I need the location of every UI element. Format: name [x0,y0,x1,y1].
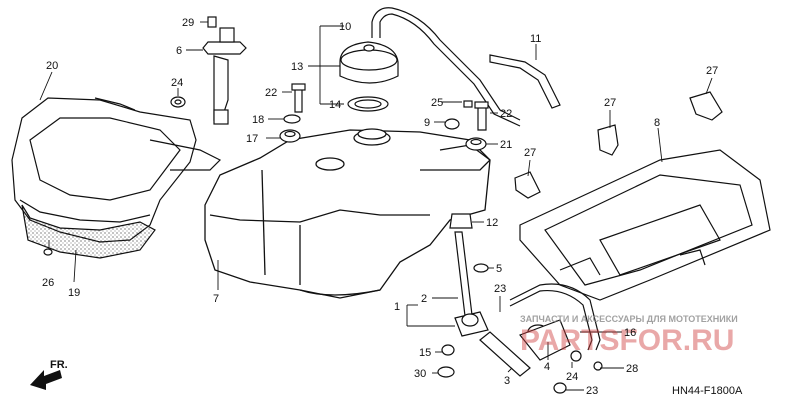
fuel-hose-part [509,283,601,351]
fuel-valve-part [437,231,603,394]
side-cover-part [11,97,222,259]
front-direction-label: FR. [50,359,68,371]
callout-24-lower: 24 [566,371,578,383]
callout-21: 21 [500,139,512,151]
hardware-parts [43,83,489,273]
callout-5: 5 [496,263,502,275]
callout-6: 6 [176,45,182,57]
callout-10: 10 [339,21,351,33]
callout-16: 16 [624,327,636,339]
callout-3: 3 [504,375,510,387]
callout-30: 30 [414,368,426,380]
callout-27-left: 27 [524,147,536,159]
callout-9: 9 [424,117,430,129]
callout-13: 13 [291,61,303,73]
carrier-frame-part [519,149,771,301]
callout-7: 7 [213,293,219,305]
fuel-gauge-part [202,16,247,125]
callout-28: 28 [626,363,638,375]
callouts: 29 6 20 24 10 13 14 11 22 25 22 18 9 17 … [42,17,718,397]
leader-lines [39,21,713,391]
watermark-brand: PARTSFOR.RU [520,324,734,357]
callout-27-right: 27 [706,65,718,77]
callout-23-bottom: 23 [586,385,598,397]
callout-4: 4 [544,361,550,373]
callout-19: 19 [68,287,80,299]
callout-17: 17 [246,133,258,145]
fuel-cap-part [339,41,399,112]
callout-20: 20 [46,60,58,72]
callout-26: 26 [42,277,54,289]
callout-22-left: 22 [265,87,277,99]
callout-23-top: 23 [494,283,506,295]
callout-1: 1 [394,301,400,313]
callout-27-middle: 27 [604,97,616,109]
callout-25: 25 [431,97,443,109]
front-direction-arrow: FR. [30,359,68,390]
watermark: ЗАПЧАСТИ И АКСЕССУАРЫ ДЛЯ МОТОТЕХНИКИ PA… [520,314,738,357]
callout-12: 12 [486,217,498,229]
diagram-code: HN44-F1800A [672,385,743,397]
tube-part [489,54,561,109]
callout-29: 29 [182,17,194,29]
callout-15: 15 [419,347,431,359]
fuel-tank-part [204,128,491,299]
callout-18: 18 [252,114,264,126]
callout-22-right: 22 [500,108,512,120]
grommet-part [170,96,186,108]
callout-8: 8 [654,117,660,129]
callout-24-grommet: 24 [171,77,183,89]
callout-11: 11 [530,33,541,45]
watermark-tagline: ЗАПЧАСТИ И АКСЕССУАРЫ ДЛЯ МОТОТЕХНИКИ [520,314,738,324]
clamp-parts [514,91,723,199]
callout-14: 14 [329,99,341,111]
callout-2: 2 [421,293,427,305]
breather-tube-part [371,7,521,127]
